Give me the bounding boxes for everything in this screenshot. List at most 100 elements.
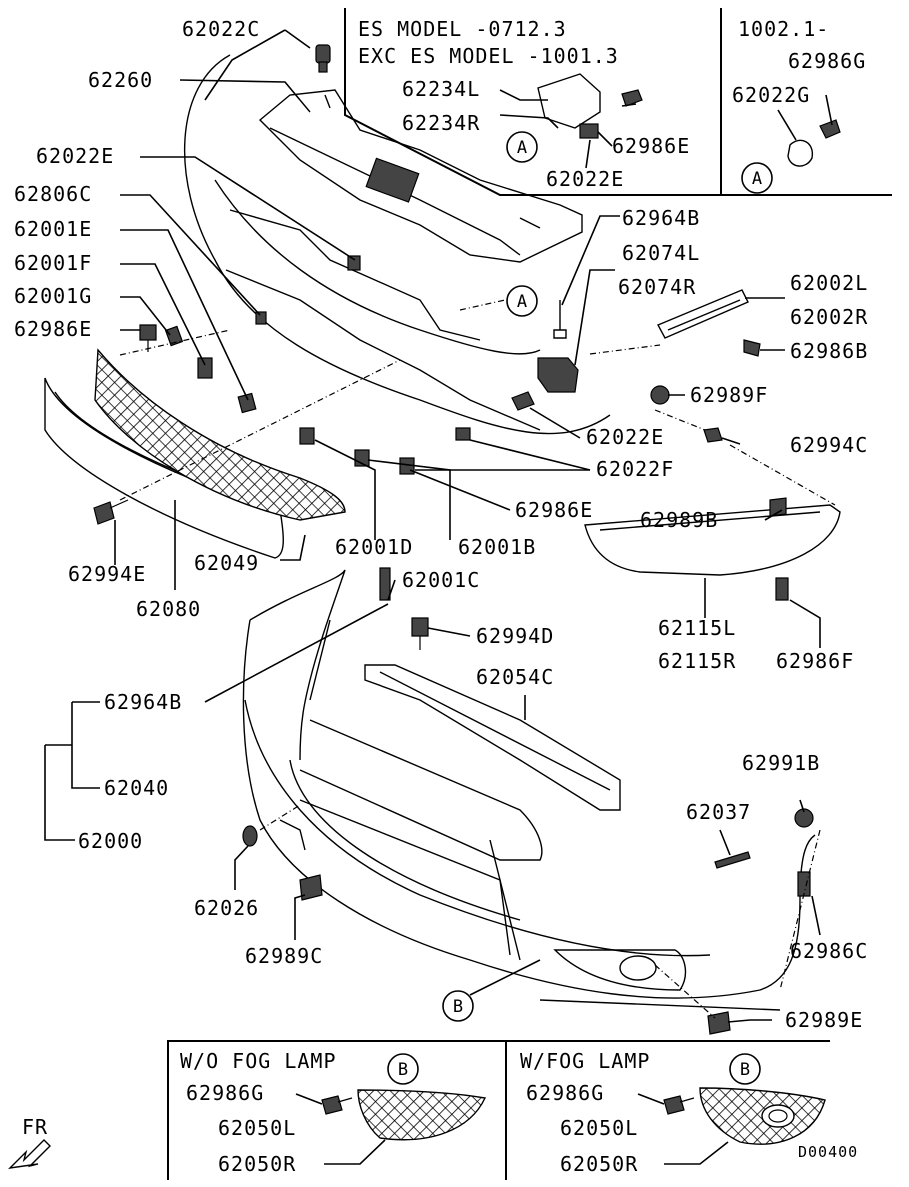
callout-b-3-text: B xyxy=(740,1060,750,1080)
radiator-upper-cover xyxy=(258,89,583,263)
label-62074R: 62074R xyxy=(618,275,696,299)
label-62989B: 62989B xyxy=(640,508,718,532)
clip-62994C xyxy=(703,427,723,443)
label-62026: 62026 xyxy=(194,896,259,920)
leader-lines xyxy=(44,29,833,1023)
label-62989C: 62989C xyxy=(245,944,323,968)
nut-62806C xyxy=(255,311,267,325)
label-62964B-a: 62964B xyxy=(622,206,700,230)
label-62040: 62040 xyxy=(104,776,169,800)
label-62054C: 62054C xyxy=(476,665,554,689)
top-info-frame xyxy=(344,8,892,196)
label-62001F: 62001F xyxy=(14,251,92,275)
label-62115R: 62115R xyxy=(658,649,736,673)
dashed-relation-lines xyxy=(119,299,836,1019)
nut-62989E xyxy=(707,1011,731,1035)
label-62001G: 62001G xyxy=(14,284,92,308)
drawing-code: D00400 xyxy=(798,1143,858,1161)
callout-a-2-text: A xyxy=(752,169,762,189)
label-62080: 62080 xyxy=(136,597,201,621)
inset-left-62050L: 62050L xyxy=(218,1116,296,1140)
callout-b-1-text: B xyxy=(453,997,463,1017)
label-62986E-c: 62986E xyxy=(515,498,593,522)
callout-a-1-text: A xyxy=(517,138,527,158)
inset-without-fog-lamp: W/O FOG LAMP B 62986G 62050L 62050R xyxy=(180,1049,487,1176)
nut-62989F xyxy=(650,385,670,405)
label-62001C: 62001C xyxy=(402,568,480,592)
inset-left-screw-label: 62986G xyxy=(186,1081,264,1105)
label-62049: 62049 xyxy=(194,551,259,575)
label-62000: 62000 xyxy=(78,829,143,853)
label-62037: 62037 xyxy=(686,800,751,824)
label-62022E-c: 62022E xyxy=(586,425,664,449)
bracket-62002 xyxy=(657,289,749,339)
label-62994E: 62994E xyxy=(68,562,146,586)
bracket-62022G xyxy=(787,119,841,167)
label-62074L: 62074L xyxy=(622,241,700,265)
es-model-line2: EXC ES MODEL -1001.3 xyxy=(358,44,619,68)
inset-right-title: W/FOG LAMP xyxy=(520,1049,650,1073)
label-62022F: 62022F xyxy=(596,457,674,481)
front-arrow-icon xyxy=(8,1139,51,1169)
bolt-62994E xyxy=(93,499,129,525)
label-62986F: 62986F xyxy=(776,649,854,673)
label-62234R: 62234R xyxy=(402,111,480,135)
inset-right-screw-label: 62986G xyxy=(526,1081,604,1105)
label-62986G-a: 62986G xyxy=(788,49,866,73)
inset-left-title: W/O FOG LAMP xyxy=(180,1049,337,1073)
clip-62022E-c xyxy=(511,391,535,411)
bumper-absorber-outline xyxy=(183,54,611,435)
bolt-62994D xyxy=(411,617,429,650)
callout-a-2: A xyxy=(741,162,773,194)
stud-62964B xyxy=(553,300,567,339)
label-62986C: 62986C xyxy=(790,939,868,963)
label-62964B-b: 62964B xyxy=(104,690,182,714)
label-62986B: 62986B xyxy=(790,339,868,363)
label-62989E: 62989E xyxy=(785,1008,863,1032)
label-62022E-b: 62022E xyxy=(546,167,624,191)
label-62994D: 62994D xyxy=(476,624,554,648)
callout-a-3: A xyxy=(506,285,538,317)
label-62002L: 62002L xyxy=(790,271,868,295)
reinforcement-62054C xyxy=(364,664,621,811)
es-model-line1: ES MODEL -0712.3 xyxy=(358,17,567,41)
screw-62986F xyxy=(775,577,789,601)
clip-62991B xyxy=(794,808,814,828)
label-62991B: 62991B xyxy=(742,751,820,775)
screw-62986B xyxy=(743,339,761,357)
nut-62989C xyxy=(299,874,323,901)
label-62806C: 62806C xyxy=(14,182,92,206)
clip-62022E-a xyxy=(347,255,361,271)
label-62002R: 62002R xyxy=(790,305,868,329)
label-62986E-b: 62986E xyxy=(612,134,690,158)
callout-b-2-text: B xyxy=(398,1060,408,1080)
inset-left-62050R: 62050R xyxy=(218,1152,296,1176)
label-62001D: 62001D xyxy=(335,535,413,559)
front-bumper-fascia-62040 xyxy=(242,569,816,1011)
label-62001B: 62001B xyxy=(458,535,536,559)
clip-62022C xyxy=(315,44,331,73)
label-62260: 62260 xyxy=(88,68,153,92)
callout-a-1: A xyxy=(506,131,538,163)
inset-right-62050R: 62050R xyxy=(560,1152,638,1176)
label-62989F: 62989F xyxy=(690,383,768,407)
clip-62001G xyxy=(164,325,184,347)
side-trim-62115 xyxy=(584,497,841,576)
stud-62964B-b xyxy=(379,567,391,601)
label-62994C: 62994C xyxy=(790,433,868,457)
tape-62037 xyxy=(714,851,751,869)
front-marker-label: FR xyxy=(22,1115,48,1139)
fog-lamp-insets-frame xyxy=(167,1040,830,1180)
clip-62001F xyxy=(197,357,213,379)
label-62115L: 62115L xyxy=(658,616,736,640)
bolt-62986E-a xyxy=(139,324,157,352)
label-62986E-a: 62986E xyxy=(14,317,92,341)
date-range-right: 1002.1- xyxy=(738,17,829,41)
label-62022E-a: 62022E xyxy=(36,144,114,168)
label-62001E: 62001E xyxy=(14,217,92,241)
label-62022C: 62022C xyxy=(182,17,260,41)
screw-62986C xyxy=(797,871,811,897)
callout-a-3-text: A xyxy=(517,292,527,312)
label-62234L: 62234L xyxy=(402,77,480,101)
